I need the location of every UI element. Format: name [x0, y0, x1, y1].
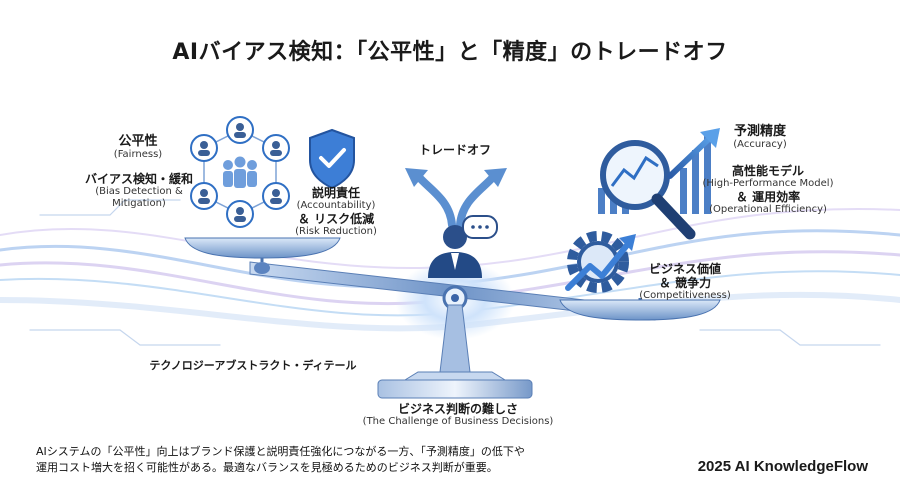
footer-line-1: AIシステムの「公平性」向上はブランド保護と説明責任強化につながる一方、「予測精… — [36, 445, 525, 458]
business-decision-label: ビジネス判断の難しさ (The Challenge of Business De… — [338, 402, 578, 428]
competitiveness-en: (Competitiveness) — [639, 290, 731, 302]
balance-scale-icon — [184, 237, 721, 399]
accountability-en: (Accountability) — [296, 200, 376, 212]
bias-en-1: (Bias Detection & — [95, 186, 183, 198]
bias-en-2: Mitigation) — [112, 197, 166, 209]
accountability-label: 説明責任 (Accountability) ＆ リスク低減 (Risk Redu… — [280, 186, 392, 238]
page-title: AIバイアス検知：「公平性」と「精度」のトレードオフ — [172, 40, 728, 65]
accuracy-jp: 予測精度 — [733, 124, 786, 139]
bias-jp: バイアス検知・緩和 — [84, 172, 193, 186]
brand-label: 2025 AI KnowledgeFlow — [697, 458, 868, 475]
accountability-jp: 説明責任 — [311, 186, 360, 200]
model-jp: 高性能モデル — [731, 164, 804, 178]
fairness-label: 公平性 (Fairness) — [108, 134, 168, 161]
fairness-en: (Fairness) — [113, 149, 163, 161]
footer-description: AIシステムの「公平性」向上はブランド保護と説明責任強化につながる一方、「予測精… — [36, 444, 525, 476]
risk-jp: ＆ リスク低減 — [297, 211, 375, 226]
efficiency-en: (Operational Efficiency) — [709, 204, 827, 216]
split-arrows-icon — [405, 168, 507, 229]
accuracy-en: (Accuracy) — [733, 139, 787, 151]
person-speech-icon — [428, 215, 498, 278]
competitiveness-jp: ＆ 競争力 — [658, 276, 712, 291]
bias-detection-label: バイアス検知・緩和 (Bias Detection & Mitigation) — [74, 172, 204, 210]
fairness-jp: 公平性 — [118, 134, 158, 149]
decision-en: (The Challenge of Business Decisions) — [362, 416, 554, 428]
gear-arrow-icon — [565, 231, 636, 293]
business-jp: ビジネス価値 — [648, 262, 721, 276]
tradeoff-label: トレードオフ — [418, 143, 491, 157]
people-network-icon — [190, 116, 290, 228]
model-en: (High-Performance Model) — [702, 178, 834, 190]
decision-jp: ビジネス判断の難しさ — [397, 402, 518, 416]
business-value-label: ビジネス価値 ＆ 競争力 (Competitiveness) — [630, 262, 740, 302]
footer-line-2: 運用コスト増大を招く可能性がある。最適なバランスを見極めるためのビジネス判断が重… — [36, 460, 498, 474]
accuracy-label: 予測精度 (Accuracy) — [720, 124, 800, 151]
tech-abstract-label: テクノロジーアブストラクト・ディテール — [149, 359, 357, 372]
risk-en: (Risk Reduction) — [295, 226, 377, 238]
shield-check-icon — [309, 128, 355, 190]
model-label: 高性能モデル (High-Performance Model) ＆ 運用効率 (… — [688, 164, 848, 216]
efficiency-jp: ＆ 運用効率 — [735, 189, 801, 204]
magnifier-chart-icon — [598, 128, 720, 240]
